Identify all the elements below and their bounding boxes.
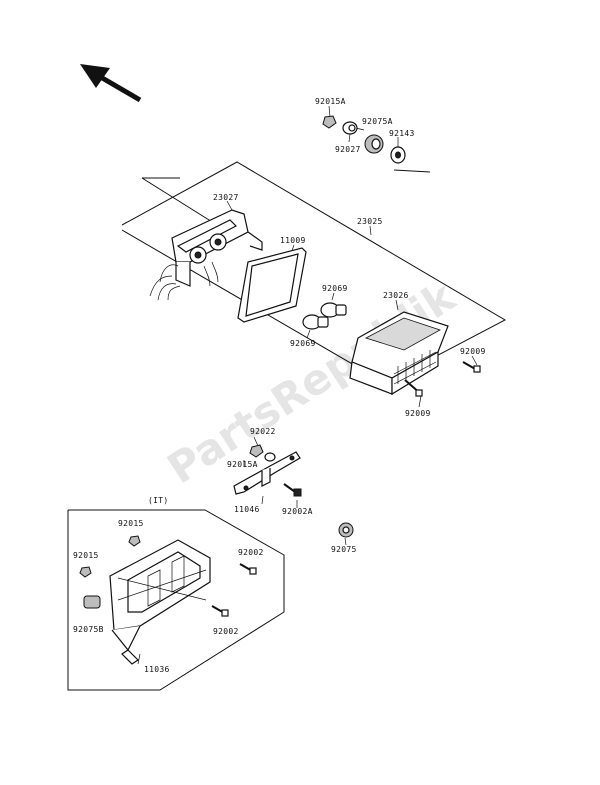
screw-92009-right <box>462 361 481 373</box>
label-23025: 23025 <box>357 217 383 226</box>
leader-lines <box>226 105 478 546</box>
label-92002-upper: 92002 <box>238 548 264 557</box>
washer-92143 <box>390 146 406 164</box>
damper-92075B <box>83 595 101 609</box>
label-92069-lower: 92069 <box>290 339 316 348</box>
label-92002A: 92002A <box>282 507 313 516</box>
label-11036: 11036 <box>144 665 170 674</box>
screw-92009-bottom <box>404 379 423 397</box>
nut-92015A-top <box>322 115 337 129</box>
grommet-92075A <box>364 134 384 154</box>
label-92015-upper: 92015 <box>118 519 144 528</box>
label-92075: 92075 <box>331 545 357 554</box>
tail-lens-23026 <box>349 311 449 396</box>
bulb-92069-lower <box>302 314 329 330</box>
bolt-92002-lower <box>211 605 229 617</box>
washer-92022 <box>264 452 276 462</box>
plate-bracket-frame <box>67 509 285 691</box>
label-11046: 11046 <box>234 505 260 514</box>
bolt-92002-upper <box>239 563 257 575</box>
bolt-92002A <box>283 483 302 497</box>
label-92002-lower: 92002 <box>213 627 239 636</box>
label-92015-left: 92015 <box>73 551 99 560</box>
label-92009-right: 92009 <box>460 347 486 356</box>
label-92015A-top: 92015A <box>315 97 346 106</box>
watermark-text: PartsRepublik <box>159 271 464 493</box>
nut-92015-upper <box>128 535 141 547</box>
grommet-92075 <box>338 522 354 538</box>
label-92027: 92027 <box>335 145 361 154</box>
license-plate-bracket-11036 <box>109 539 211 665</box>
label-92075A: 92075A <box>362 117 393 126</box>
label-23027: 23027 <box>213 193 239 202</box>
bulb-92069-upper <box>320 302 347 318</box>
label-92069-upper: 92069 <box>322 284 348 293</box>
label-23026: 23026 <box>383 291 409 300</box>
nut-92015-left <box>79 566 92 578</box>
gasket-11009 <box>237 247 307 323</box>
front-direction-arrow-icon <box>80 64 142 103</box>
grommet-92027 <box>342 121 358 135</box>
variant-mark: (IT) <box>148 496 168 505</box>
label-11009: 11009 <box>280 236 306 245</box>
label-92022: 92022 <box>250 427 276 436</box>
label-92075B: 92075B <box>73 625 104 634</box>
lamp-housing-23027 <box>149 209 263 301</box>
nut-92015A-mid <box>249 444 264 458</box>
label-92143: 92143 <box>389 129 415 138</box>
label-92015A-mid: 92015A <box>227 460 258 469</box>
bracket-11046 <box>233 451 301 495</box>
label-92009-bottom: 92009 <box>405 409 431 418</box>
